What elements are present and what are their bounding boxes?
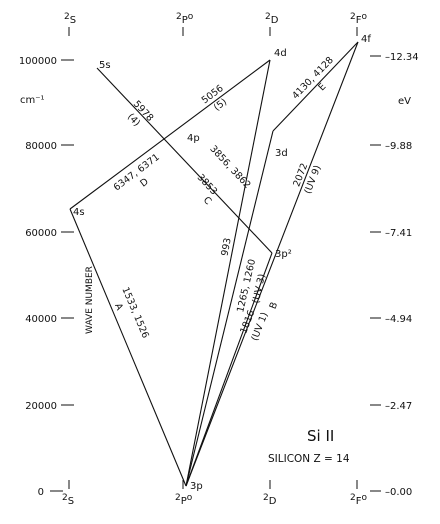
ev-axis: –12.34 –9.88 –7.41 –4.94 –2.47 –0.00 eV <box>370 52 419 498</box>
term-label-2s-bottom: 2S <box>62 493 74 507</box>
svg-text:1533, 1526: 1533, 1526 <box>119 286 150 340</box>
svg-text:C: C <box>201 195 214 208</box>
level-4s: 4s <box>73 207 85 218</box>
svg-text:4130, 4128: 4130, 4128 <box>290 55 336 102</box>
ev-tick-label-7.41: –7.41 <box>385 228 412 239</box>
line-5s-3p2 <box>96 67 273 254</box>
bottom-term-labels: 2S 2Po 2D 2Fo <box>62 480 368 507</box>
line-3d-3p <box>185 130 274 487</box>
ev-tick-label-2.47: –2.47 <box>385 401 412 412</box>
transition-lines <box>69 41 359 487</box>
y-axis-label: WAVE NUMBER <box>85 266 95 334</box>
wavenumber-tick-label-0: 0 <box>38 487 44 498</box>
term-label-2d-top: 2D <box>265 12 279 26</box>
transition-2072: 2072 (UV 9) <box>291 162 323 196</box>
level-5s: 5s <box>99 60 111 71</box>
wavenumber-tick-label-80000: 80000 <box>25 141 57 152</box>
wavenumber-tick-label-60000: 60000 <box>25 228 57 239</box>
line-4f-3d <box>272 41 359 132</box>
transition-1533: 1533, 1526 A <box>112 286 151 340</box>
level-3d: 3d <box>275 148 288 159</box>
level-4d: 4d <box>274 48 287 59</box>
element-name: SILICON Z = 14 <box>268 453 350 465</box>
ev-tick-label-0.00: –0.00 <box>385 487 412 498</box>
top-term-ticks <box>68 27 358 36</box>
wavenumber-tick-label-20000: 20000 <box>25 401 57 412</box>
line-3p2-3p <box>185 252 273 487</box>
ev-tick-label-9.88: –9.88 <box>385 141 412 152</box>
level-4f: 4f <box>361 34 371 45</box>
term-label-2fo-bottom: 2Fo <box>350 493 368 507</box>
transition-6347: 6347, 6371 D <box>112 152 162 194</box>
line-4s-3p <box>69 208 187 487</box>
term-label-2fo-top: 2Fo <box>350 12 368 26</box>
line-4f-3p <box>185 41 359 487</box>
wavenumber-axis: 100000 80000 60000 40000 20000 0 cm⁻¹ WA… <box>19 56 95 498</box>
svg-text:A: A <box>112 302 125 313</box>
transition-3853: 3853 C <box>195 172 220 208</box>
transition-labels: 5978 (4) 5056 (5) 6347, 6371 D 3856, 386… <box>112 55 336 343</box>
level-labels: 5s 4d 4f 4p 3d 4s 3p² 3p <box>73 34 371 492</box>
svg-text:E: E <box>316 81 328 93</box>
ev-tick-label-12.34: –12.34 <box>385 52 419 63</box>
term-label-2s-top: 2S <box>64 12 76 26</box>
left-unit-label: cm⁻¹ <box>20 95 45 106</box>
line-4s-4d <box>69 59 271 210</box>
transition-4130: 4130, 4128 E <box>290 55 336 102</box>
term-label-2po-top: 2Po <box>176 12 194 26</box>
line-4d-3p <box>185 59 271 487</box>
ev-tick-label-4.94: –4.94 <box>385 314 412 325</box>
svg-text:D: D <box>138 176 150 189</box>
level-4p: 4p <box>187 133 200 144</box>
term-label-2d-bottom: 2D <box>263 493 277 507</box>
term-label-2po-bottom: 2Po <box>175 493 193 507</box>
transition-1265: 1265, 1260 (UV 3) <box>235 258 268 313</box>
level-3p2: 3p² <box>275 249 292 260</box>
wavenumber-tick-label-40000: 40000 <box>25 314 57 325</box>
top-term-labels: 2S 2Po 2D 2Fo <box>64 12 368 26</box>
svg-text:993: 993 <box>219 237 233 257</box>
right-unit-label: eV <box>398 96 411 107</box>
element-label: Si II SILICON Z = 14 <box>268 427 350 465</box>
wavenumber-tick-label-100000: 100000 <box>19 56 57 67</box>
level-3p: 3p <box>190 481 203 492</box>
svg-text:B: B <box>268 301 281 311</box>
transition-993: 993 <box>219 237 233 257</box>
transition-1816-label-b: B <box>268 301 281 311</box>
element-symbol: Si II <box>307 427 334 445</box>
transition-5978: 5978 (4) <box>125 99 155 129</box>
